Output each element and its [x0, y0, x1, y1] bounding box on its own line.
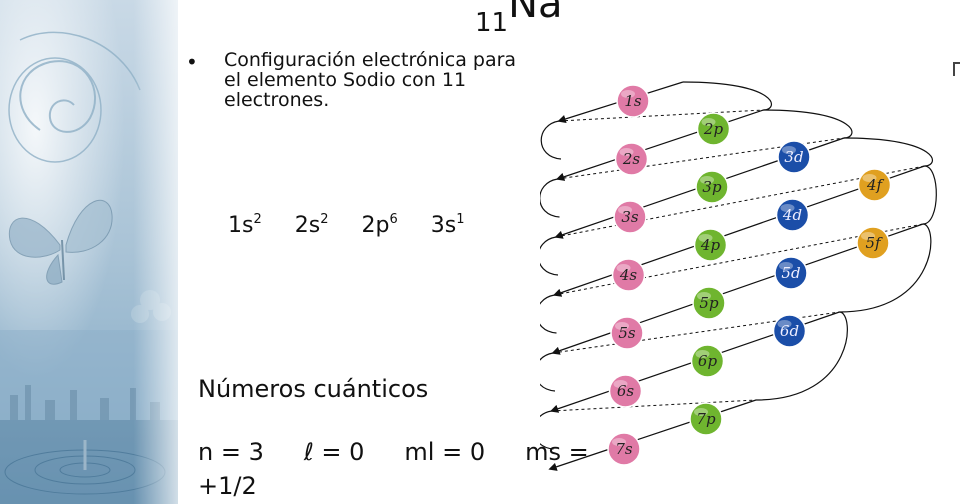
connector-loop [922, 165, 937, 225]
config-term: 2p6 [361, 212, 398, 238]
connector-loop [839, 223, 932, 313]
spin-quantum-number-label: ms = [525, 438, 589, 466]
orbital-2p: 2p [696, 112, 731, 146]
orbital-label: 4f [866, 176, 885, 194]
connector-loop [540, 410, 554, 450]
orbital-4p: 4p [693, 228, 728, 262]
atomic-number: 11 [475, 8, 509, 38]
orbital-4s: 4s [611, 258, 646, 292]
orbital-label: 3p [702, 178, 722, 196]
orbital-label: 5s [618, 324, 636, 342]
orbital-label: 6d [780, 322, 799, 340]
orbital-3d: 3d [777, 140, 811, 174]
orbital-6s: 6s [608, 374, 643, 408]
connector-loop [540, 120, 562, 160]
orbital-label: 3s [621, 208, 639, 226]
connector-loop [540, 178, 560, 218]
config-term: 1s2 [228, 212, 262, 238]
orbital-label: 5f [865, 234, 883, 252]
orbital-label: 6s [617, 382, 635, 400]
orbital-7p: 7p [689, 402, 723, 436]
orbital-5f: 5f [856, 226, 890, 260]
orbital-label: 5p [699, 294, 719, 312]
orbital-6p: 6p [690, 344, 725, 378]
bullet-marker-icon: • [186, 50, 198, 74]
diagonal-arrow [548, 399, 757, 471]
diagonal-arrow [555, 109, 764, 181]
element-symbol: Na [508, 0, 563, 27]
aufbau-diagram: 1s 2s 2p 3s 3p 3d 4s 4p 4d 4f 5s 5p 5d 5f 6s 6p 6d 7s 7p [540, 81, 937, 471]
electron-configuration: 1s2 2s2 2p6 3s1 [228, 212, 491, 238]
orbital-label: 7p [696, 410, 716, 428]
orbital-label: 4s [619, 266, 638, 284]
connector-loop [755, 311, 848, 401]
spin-quantum-number-value: +1/2 [198, 472, 257, 500]
quantum-numbers-values: n = 3 ℓ = 0 ml = 0 ms = [198, 434, 589, 470]
config-term: 3s1 [430, 212, 465, 238]
azimuthal-quantum-number: ℓ = 0 [303, 438, 365, 466]
connector-loop [682, 81, 772, 111]
orbital-5s: 5s [610, 316, 644, 350]
orbital-3s: 3s [613, 200, 647, 234]
connector-loop [540, 294, 557, 334]
corner-mark [953, 62, 960, 76]
orbital-7s: 7s [607, 432, 641, 466]
quantum-numbers-heading: Números cuánticos [198, 375, 429, 403]
connector-loop [843, 137, 933, 167]
config-term: 2s2 [294, 212, 329, 238]
orbital-label: 4d [782, 206, 802, 224]
orbital-label: 4p [700, 236, 721, 254]
orbital-4d: 4d [775, 198, 810, 232]
orbital-4f: 4f [857, 168, 892, 202]
orbital-3p: 3p [695, 170, 729, 204]
orbital-1s: 1s [616, 84, 650, 118]
dashed-return-line [558, 109, 764, 122]
bullet-text: Configuración electrónica para el elemen… [224, 49, 517, 111]
orbital-label: 2s [622, 150, 641, 168]
connector-loop [763, 109, 853, 139]
orbital-label: 2p [703, 120, 724, 138]
orbital-6d: 6d [772, 314, 807, 348]
slide-title: 11Na [475, 0, 563, 43]
magnetic-quantum-number: ml = 0 [404, 438, 486, 466]
orbital-label: 5d [781, 264, 800, 282]
orbital-label: 6p [698, 352, 718, 370]
orbital-5p: 5p [692, 286, 726, 320]
orbital-label: 1s [624, 92, 642, 110]
orbital-5d: 5d [774, 256, 808, 290]
orbital-2s: 2s [614, 142, 649, 176]
connector-loop [540, 352, 556, 392]
sidebar-background-image [0, 0, 178, 504]
orbital-label: 7s [615, 440, 633, 458]
orbital-label: 3d [784, 148, 803, 166]
decorative-sidebar [0, 0, 178, 504]
principal-quantum-number: n = 3 [198, 438, 264, 466]
dashed-return-line [551, 399, 757, 412]
connector-loop [540, 236, 559, 276]
